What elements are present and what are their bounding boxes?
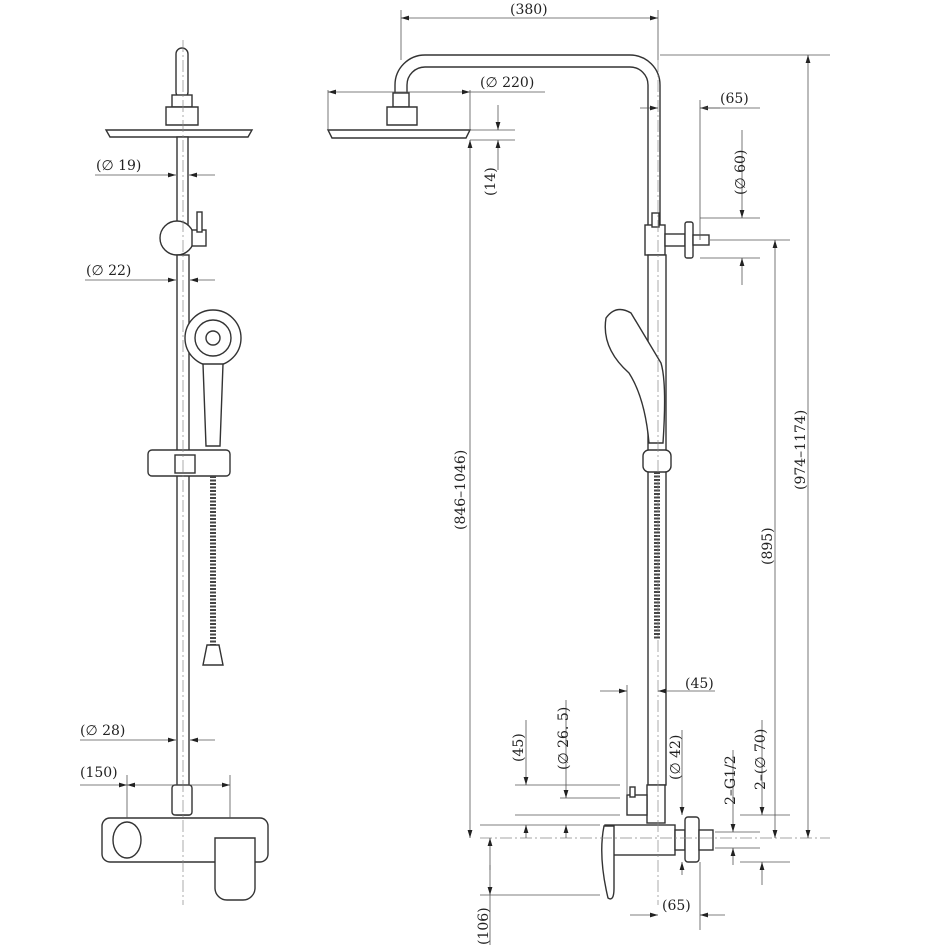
side-slide-rail	[647, 254, 667, 786]
side-diverter-knob	[684, 221, 694, 259]
dim-head-height-range: (846–1046)	[453, 450, 469, 530]
dim-pipe-offset: (45)	[685, 676, 714, 692]
diverter-lever	[196, 211, 203, 233]
dim-head-thickness: (14)	[483, 167, 499, 196]
side-mixer-handle	[601, 825, 615, 900]
dim-mixer-height: (45)	[511, 733, 527, 762]
hand-shower-handle	[202, 363, 224, 447]
dim-mixer-pipe-diameter: (∅ 26. 5)	[556, 707, 572, 770]
head-ball-joint	[165, 106, 199, 126]
side-slider-holder	[642, 449, 672, 473]
front-view: (∅ 19) (∅ 22) (∅ 28) (150)	[80, 40, 269, 905]
side-diverter-lever	[651, 212, 660, 228]
slider-holder	[147, 449, 231, 477]
side-diverter	[644, 224, 666, 256]
dim-total-height-range: (974–1174)	[793, 410, 809, 490]
pipe-connector	[171, 784, 193, 816]
rain-shower-head	[104, 129, 254, 138]
side-flange	[684, 816, 700, 863]
dim-arm-length: (380)	[510, 2, 548, 18]
dim-diverter-diameter: (∅ 60)	[733, 150, 749, 195]
side-diverter-stem	[664, 233, 686, 247]
shower-arm-outer	[394, 54, 661, 240]
side-inlet-nut	[674, 829, 686, 851]
side-inlet-thread	[698, 829, 714, 851]
dim-diverter-offset: (65)	[720, 91, 749, 107]
side-pipe-connector	[646, 784, 666, 824]
dim-lower-pipe-diameter-side: (∅ 42)	[668, 735, 684, 780]
shower-arm-inner	[406, 66, 649, 240]
head-nut	[171, 94, 193, 108]
dim-diverter-height: (895)	[760, 527, 776, 565]
dim-wall-offset: (65)	[662, 898, 691, 914]
side-hand-shower	[604, 308, 666, 444]
dim-flange-diameter: 2–(∅ 70)	[753, 729, 769, 790]
side-diverter-cap	[692, 234, 710, 246]
side-mixer-body	[604, 824, 676, 856]
head-connector	[175, 47, 189, 99]
diverter-body	[159, 220, 195, 256]
hand-shower-head	[184, 309, 242, 367]
dim-head-diameter: (∅ 220)	[480, 75, 534, 91]
side-view: (380) (∅ 220) (14) (65) (∅ 60) (846–1046…	[326, 2, 830, 945]
dim-middle-pipe-diameter: (∅ 22)	[86, 263, 131, 279]
dim-upper-pipe-diameter: (∅ 19)	[96, 158, 141, 174]
side-head-joint	[386, 106, 418, 126]
side-check-valve	[626, 794, 648, 816]
dim-handle-drop: (106)	[476, 907, 492, 945]
hose-end	[202, 644, 224, 666]
side-rain-shower-head	[326, 129, 472, 139]
side-head-nut	[392, 92, 410, 108]
dim-lower-pipe-diameter: (∅ 28)	[80, 723, 125, 739]
mixer-handle	[214, 837, 256, 901]
dim-inlet-spacing: (150)	[80, 765, 118, 781]
left-inlet-flange	[112, 821, 142, 859]
dim-inlet-thread: 2–G1/2	[723, 755, 739, 805]
